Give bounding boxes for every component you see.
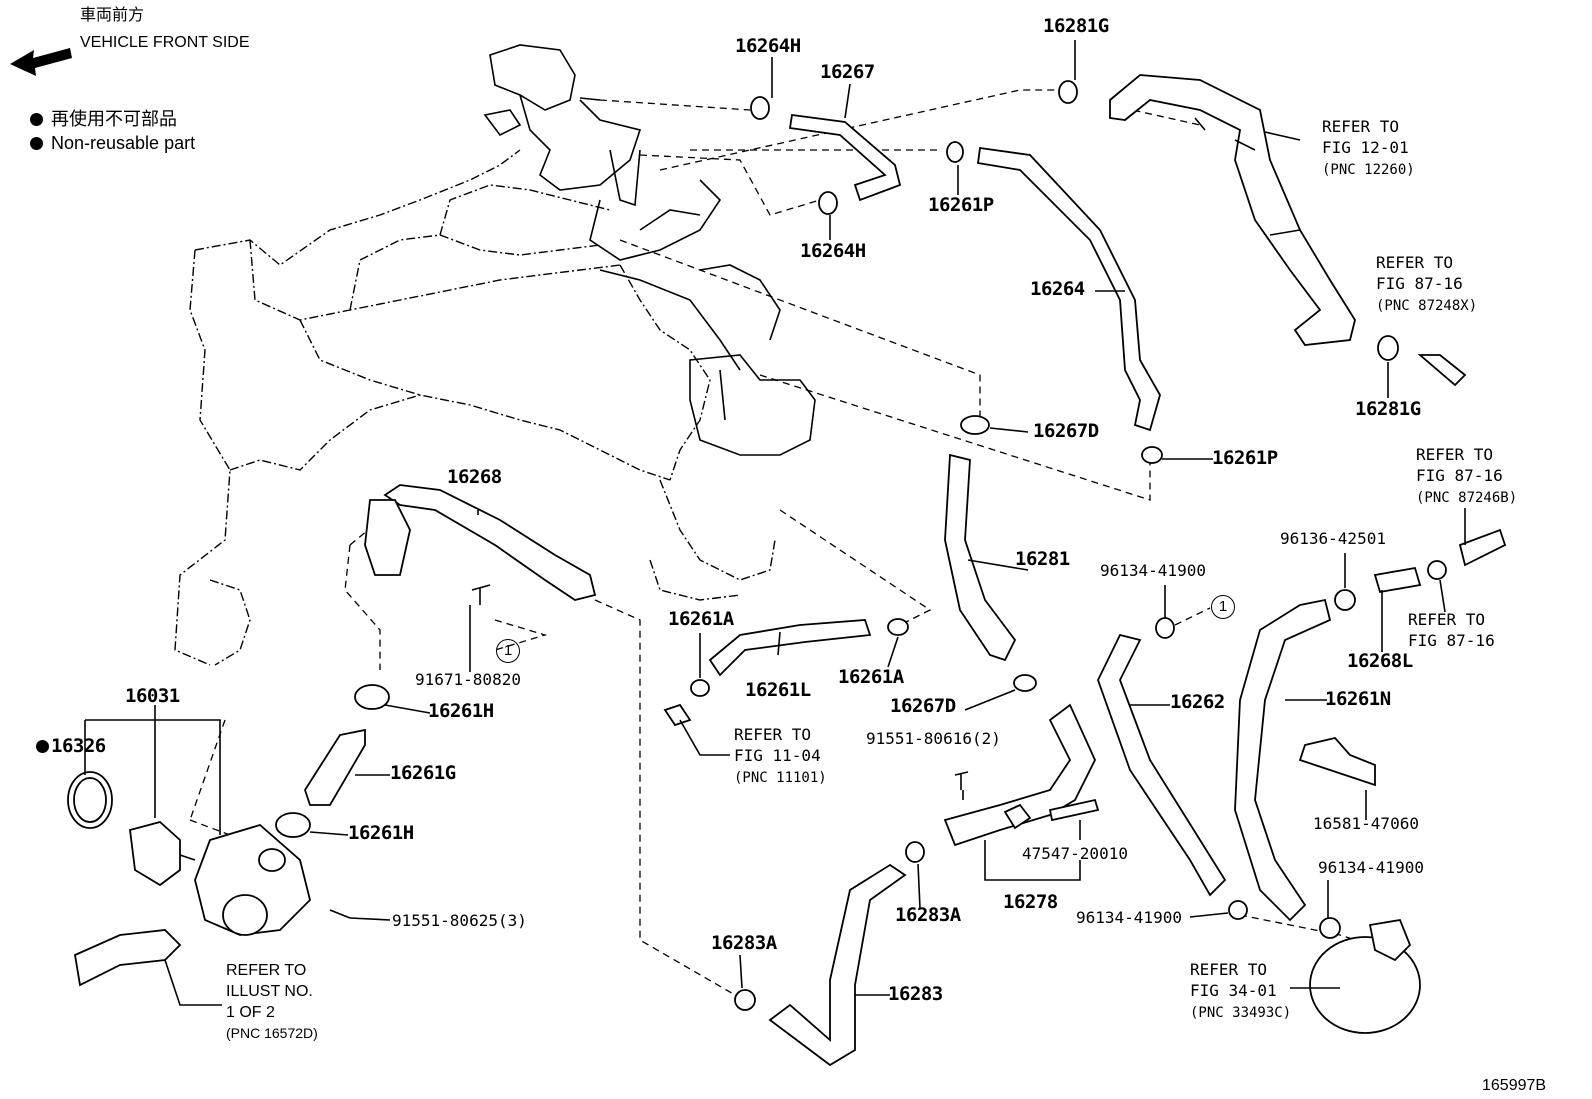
part-label[interactable]: 91551-80625(3) bbox=[392, 911, 527, 930]
part-label[interactable]: 16267D bbox=[1033, 420, 1099, 442]
legend-non-reusable-en: Non-reusable part bbox=[30, 134, 195, 152]
reference-note[interactable]: REFER TO FIG 87-16 (PNC 87246B) bbox=[1416, 445, 1518, 506]
callout-circle: 1 bbox=[496, 639, 520, 663]
part-label[interactable]: 16261H bbox=[348, 822, 414, 844]
part-label[interactable]: 16267D bbox=[890, 695, 956, 717]
part-label-non-reusable[interactable]: 16326 bbox=[36, 737, 106, 756]
part-label[interactable]: 96134-41900 bbox=[1100, 561, 1206, 580]
part-label[interactable]: 16283 bbox=[888, 983, 943, 1005]
leader-lines bbox=[84, 40, 1466, 1006]
front-direction-en: VEHICLE FRONT SIDE bbox=[80, 34, 250, 51]
part-label[interactable]: 16261L bbox=[745, 679, 811, 701]
part-label[interactable]: 16261A bbox=[838, 666, 904, 688]
thermostat-assembly bbox=[67, 771, 311, 936]
part-label[interactable]: 16264 bbox=[1030, 278, 1085, 300]
part-label[interactable]: 16281 bbox=[1015, 548, 1070, 570]
part-label[interactable]: 16264H bbox=[800, 240, 866, 262]
part-label[interactable]: 16264H bbox=[735, 35, 801, 57]
part-label[interactable]: 16268L bbox=[1347, 650, 1413, 672]
reference-note[interactable]: REFER TO FIG 12-01 (PNC 12260) bbox=[1322, 117, 1415, 178]
left-arrow-icon bbox=[10, 48, 72, 76]
reference-note[interactable]: REFER TO FIG 87-16 bbox=[1408, 610, 1495, 650]
part-label[interactable]: 96136-42501 bbox=[1280, 529, 1386, 548]
reference-note[interactable]: REFER TO FIG 11-04 (PNC 11101) bbox=[734, 725, 827, 786]
part-label[interactable]: 16283A bbox=[711, 932, 777, 954]
reference-note[interactable]: REFER TO FIG 87-16 (PNC 87248X) bbox=[1376, 253, 1478, 314]
reference-note[interactable]: REFER TO FIG 34-01 (PNC 33493C) bbox=[1190, 960, 1292, 1021]
part-label[interactable]: 16261P bbox=[1212, 447, 1278, 469]
illustration-code: 165997B bbox=[1482, 1077, 1547, 1094]
part-label[interactable]: 16261G bbox=[390, 762, 456, 784]
front-direction-jp: 車両前方 bbox=[80, 7, 145, 24]
part-label[interactable]: 16262 bbox=[1170, 691, 1225, 713]
part-label[interactable]: 16261H bbox=[428, 700, 494, 722]
part-label[interactable]: 16031 bbox=[125, 685, 180, 707]
filled-dot-icon bbox=[30, 137, 43, 150]
reference-note[interactable]: REFER TO ILLUST NO. 1 OF 2 (PNC 16572D) bbox=[226, 962, 318, 1041]
part-label[interactable]: 96134-41900 bbox=[1318, 858, 1424, 877]
part-label[interactable]: 16261N bbox=[1325, 688, 1391, 710]
part-label[interactable]: 96134-41900 bbox=[1076, 908, 1182, 927]
hoses bbox=[73, 74, 1507, 1067]
part-label[interactable]: 91551-80616(2) bbox=[866, 729, 1001, 748]
callout-circle: 1 bbox=[1211, 595, 1235, 619]
part-label[interactable]: 16281G bbox=[1043, 15, 1109, 37]
filled-dot-icon bbox=[36, 740, 49, 753]
part-label[interactable]: 16267 bbox=[820, 61, 875, 83]
throttle-body bbox=[483, 44, 816, 456]
clamps bbox=[275, 80, 1447, 1011]
legend-non-reusable-jp: 再使用不可部品 bbox=[30, 110, 177, 128]
part-label[interactable]: 91671-80820 bbox=[415, 670, 521, 689]
filled-dot-icon bbox=[30, 113, 43, 126]
part-label[interactable]: 16278 bbox=[1003, 891, 1058, 913]
small-parts bbox=[329, 584, 1421, 1034]
connection-lines bbox=[189, 89, 1371, 996]
part-label[interactable]: 16283A bbox=[895, 904, 961, 926]
part-label[interactable]: 16261A bbox=[668, 608, 734, 630]
engine-outline bbox=[174, 149, 776, 666]
part-label[interactable]: 16281G bbox=[1355, 398, 1421, 420]
part-label[interactable]: 16268 bbox=[447, 466, 502, 488]
part-label[interactable]: 16261P bbox=[928, 194, 994, 216]
part-label[interactable]: 16581-47060 bbox=[1313, 814, 1419, 833]
part-label[interactable]: 47547-20010 bbox=[1022, 844, 1128, 863]
